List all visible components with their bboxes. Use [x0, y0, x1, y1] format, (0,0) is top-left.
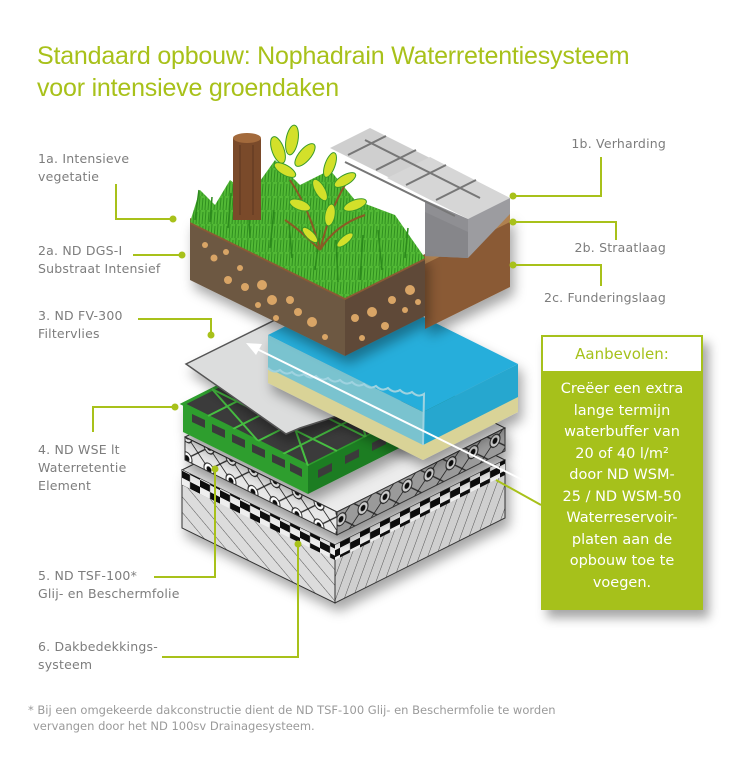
label-1a-intensive-vegetation: 1a. Intensieve vegetatie: [38, 151, 130, 184]
shrub-icon: [270, 124, 367, 251]
layer-pavers: [330, 128, 510, 258]
label-3-filter-fleece: 3. ND FV-300 Filtervlies: [38, 308, 123, 341]
tree-stump-icon: [233, 133, 261, 220]
label-5-protection-foil: 5. ND TSF-100* Glij- en Beschermfolie: [38, 568, 180, 601]
leader-dots: [169, 192, 517, 548]
title-line-1: Standaard opbouw: Nophadrain Waterretent…: [37, 42, 630, 70]
water-flow-arrow: [246, 343, 536, 487]
callout-heading: Aanbevolen:: [543, 337, 701, 371]
label-6-roofing-system: 6. Dakbedekkings- systeem: [38, 639, 158, 672]
leader-lines: [92, 157, 617, 658]
title-line-2: voor intensieve groendaken: [37, 74, 339, 102]
page-title: Standaard opbouw: Nophadrain Waterretent…: [37, 40, 630, 104]
label-1b-paving: 1b. Verharding: [571, 136, 666, 151]
label-4-water-retention-element: 4. ND WSE lt Waterretentie Element: [38, 442, 127, 493]
recommendation-callout: Aanbevolen: Creëer een extra lange termi…: [541, 335, 703, 610]
label-2b-street-layer: 2b. Straatlaag: [574, 240, 666, 255]
label-2c-foundation-layer: 2c. Funderingslaag: [543, 290, 666, 305]
label-2a-substrate: 2a. ND DGS-I Substraat Intensief: [38, 243, 161, 276]
footnote: * Bij een omgekeerde dakconstructie dien…: [28, 703, 556, 733]
callout-body: Creëer een extra lange termijn waterbuff…: [560, 381, 684, 591]
